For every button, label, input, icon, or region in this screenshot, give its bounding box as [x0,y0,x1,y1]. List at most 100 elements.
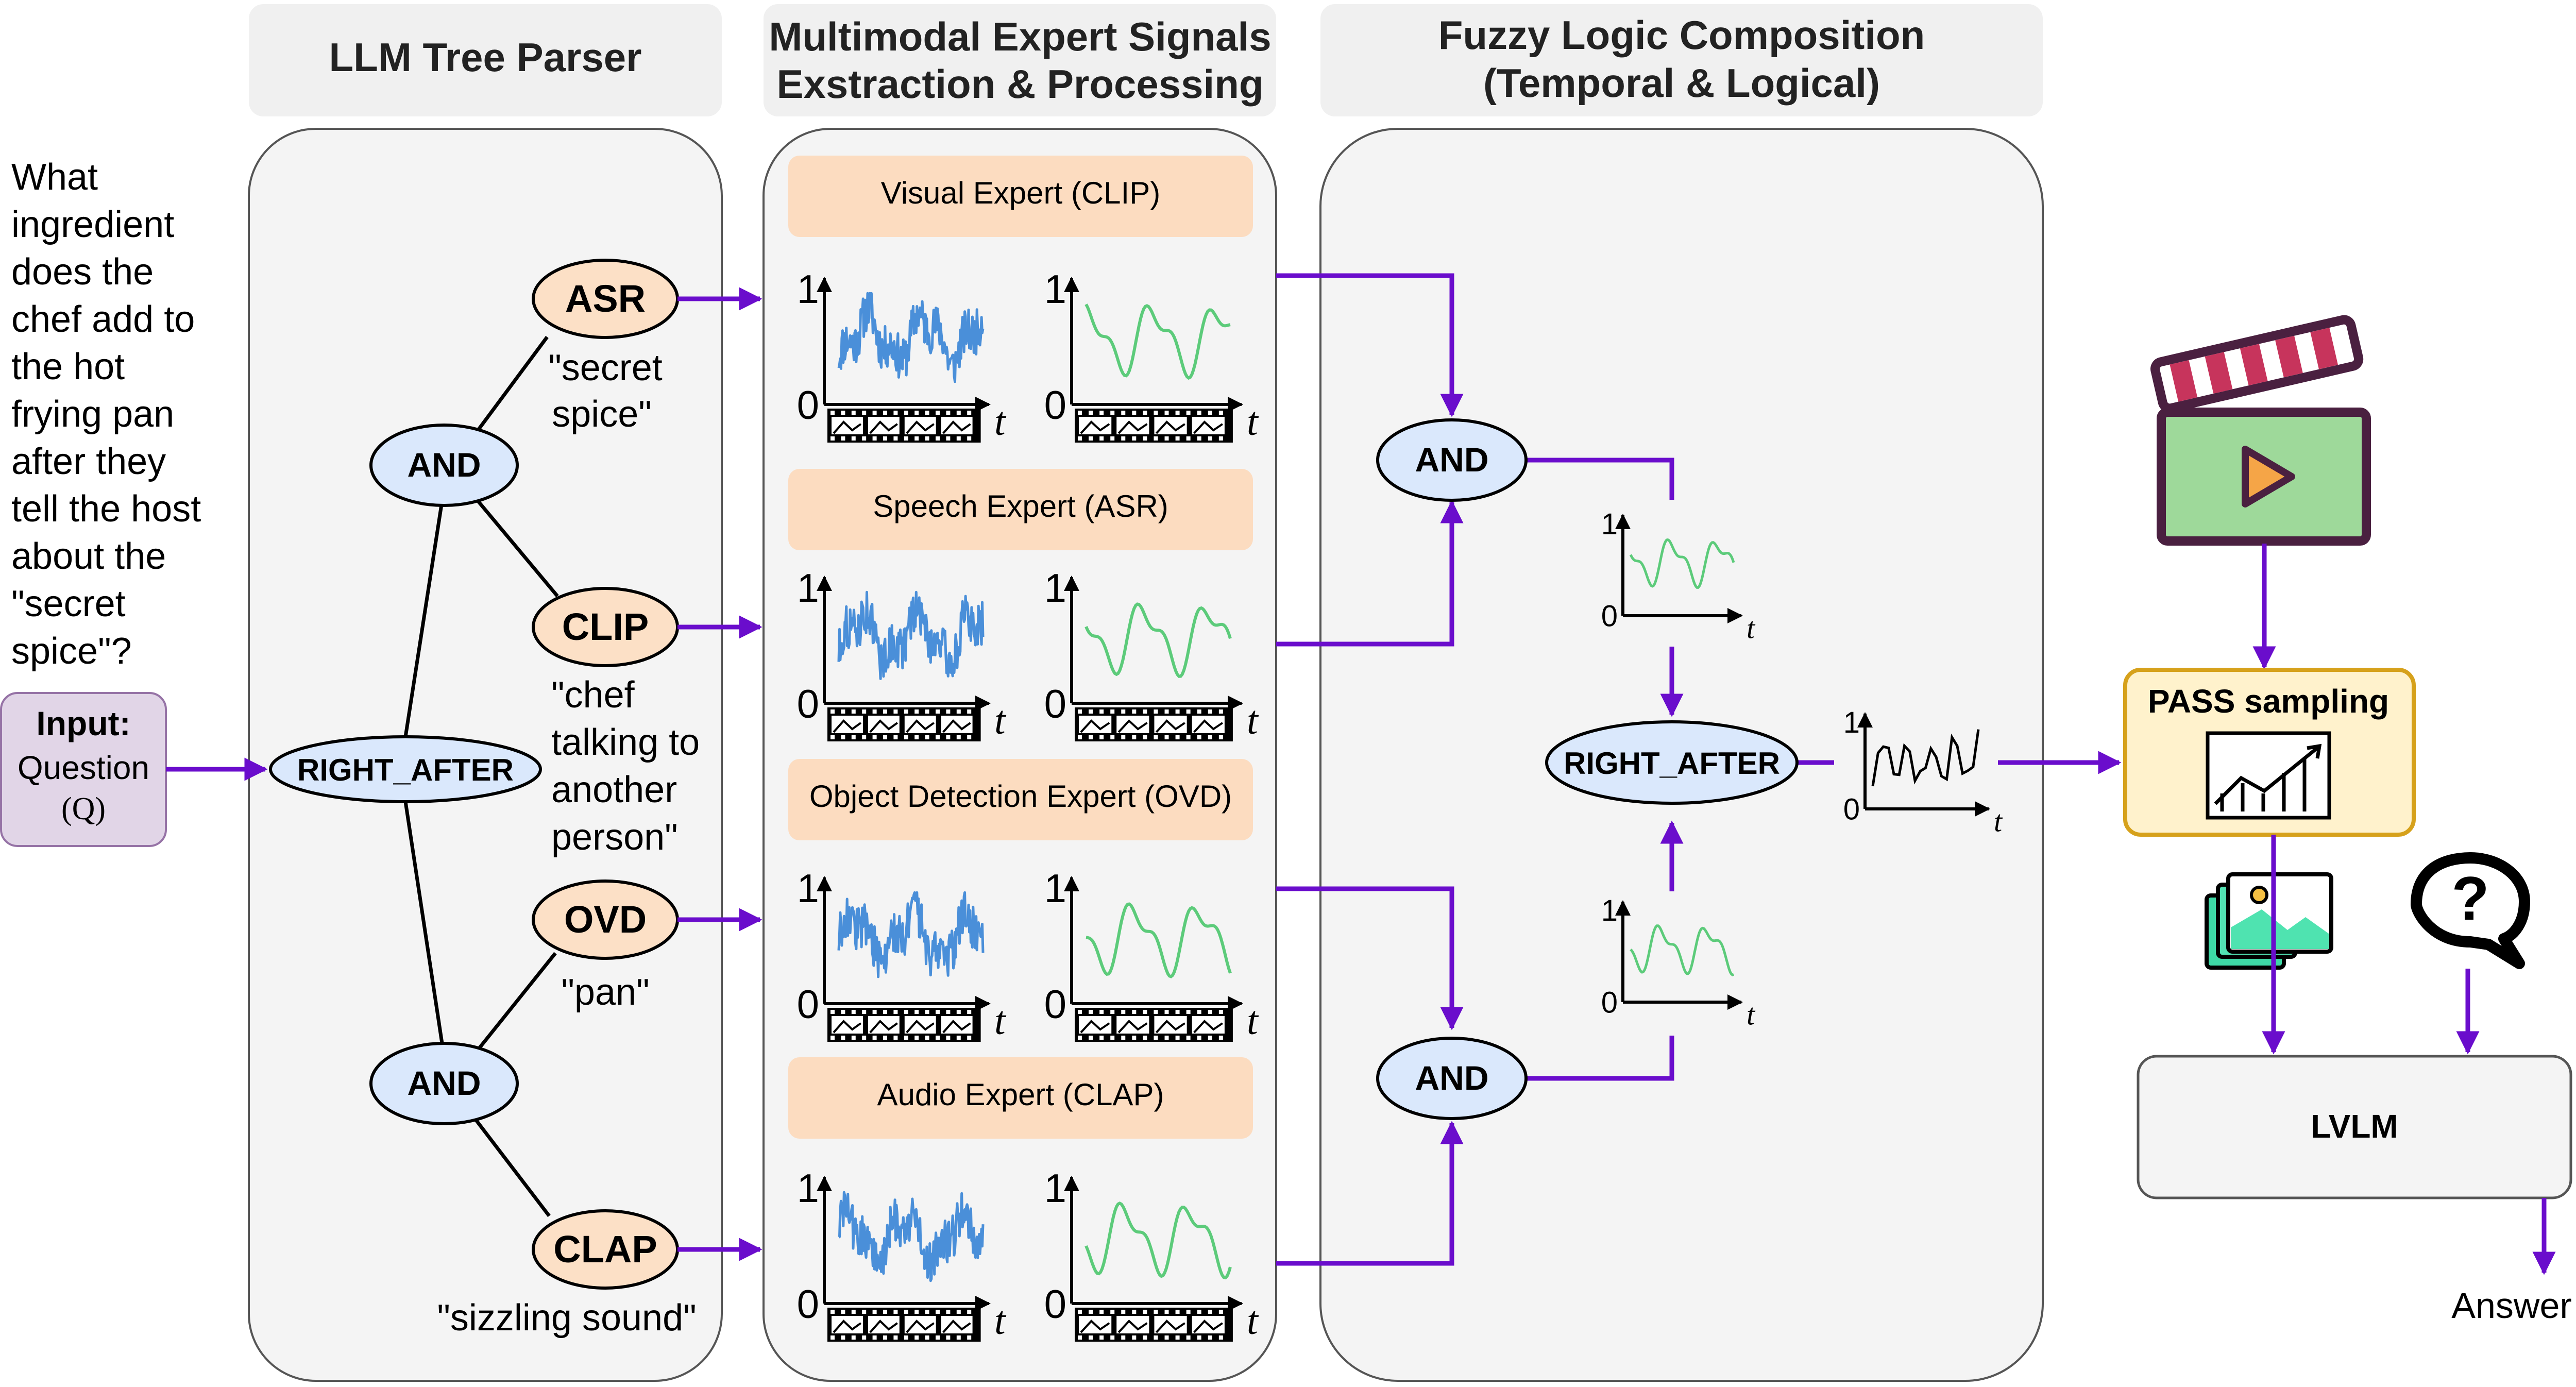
plot-t-label: t [1747,612,1756,645]
fuzzy-right-after: RIGHT_AFTER [1545,720,1799,805]
plot-y-min-label: 0 [1601,599,1618,633]
plot-y-min-label: 0 [1044,382,1066,427]
and-node-label: AND [1415,1059,1489,1097]
plot-y-max-label: 1 [1044,565,1066,611]
signals-header-line1: Multimodal Expert Signals [769,14,1271,59]
leaf-ovd: OVD "pan" [532,879,679,1013]
root-node [269,735,542,803]
raw-signal-line [837,891,985,978]
signals-panel [762,128,1277,1382]
leaf-node-label: CLAP [553,1228,657,1271]
leaf-arrows [677,287,762,1261]
plot-y-max-label: 1 [797,565,819,611]
leaf-clip: CLIP "chef talking to another person" [532,587,700,858]
tree-root: RIGHT_AFTER [269,735,542,803]
plot-y-max-label: 1 [1044,266,1066,312]
leaf-asr: ASR "secret spice" [532,259,679,435]
plot-y-min-label: 0 [797,681,819,726]
plot-t-label: t [1247,399,1259,444]
expert-header [788,156,1253,237]
plot-t-label: t [1247,998,1259,1043]
film-strip-icon [827,1008,981,1042]
question-line: does the [11,251,154,293]
leaf-query: "pan" [561,972,649,1013]
plot-y-min-label: 0 [1601,986,1618,1019]
plot-y-max-label: 1 [797,266,819,312]
plot-t-label: t [1747,998,1756,1031]
smooth-signal-line [1084,303,1231,380]
lvlm-box: LVLM [2137,1055,2572,1199]
leaf-node-label: ASR [565,277,646,320]
leaf-query: person" [551,817,678,858]
parser-header: LLM Tree Parser [329,35,642,80]
fuzzy-flow-arrows [1276,273,2122,1266]
parser-header-box [249,4,722,116]
film-strip-icon [1075,409,1233,443]
plot-y-min-label: 0 [1044,981,1066,1026]
film-strip-icon [827,707,981,741]
raw-signal-line [838,1191,985,1282]
raw-signal-line [837,590,985,680]
leaf-query: "sizzling sound" [437,1297,696,1339]
smooth-signal-line [1084,602,1232,678]
and-node [369,424,519,507]
plot-t-label: t [1247,1298,1259,1343]
question-line: the hot [11,346,125,387]
pass-sampling-label: PASS sampling [2148,683,2389,720]
leaf-node-label: OVD [564,898,647,941]
svg-text:?: ? [2451,864,2489,933]
tree-edges [403,335,559,1217]
plot-t-label: t [994,1298,1007,1343]
plot-y-max-label: 1 [797,866,819,911]
lvlm-frame [2137,1055,2572,1199]
expert-title: Visual Expert (CLIP) [881,176,1160,210]
expert-smooth-signal-plot: 1 0 t [1044,266,1259,444]
question-line: What [11,157,98,198]
smooth-signal-line [1086,902,1232,978]
smooth-signal-line [1084,1202,1232,1280]
expert-title: Speech Expert (ASR) [873,489,1168,523]
expert-header [788,469,1253,550]
right-after-node [1545,720,1799,805]
clapperboard-play-icon [2150,315,2371,546]
and-node [1376,1037,1528,1120]
signals-header-box [764,4,1276,116]
and-node [1376,418,1528,502]
plot-y-max-label: 1 [797,1165,819,1211]
fuzzy-header-box [1320,4,2043,116]
combined-signal-line [1630,924,1734,977]
and-node-label: AND [408,1064,481,1102]
input-line2: Question [18,749,149,786]
plot-y-max-label: 1 [1044,1165,1066,1211]
leaf-query: spice" [552,394,652,435]
question-line: spice"? [11,631,132,672]
film-strip-icon [1075,1008,1233,1042]
input-line3: (Q) [61,791,106,826]
expert-header [788,759,1253,840]
plot-t-label: t [994,399,1007,444]
leaf-node-label: CLIP [562,605,649,648]
raw-signal-line [837,292,985,383]
and-node-label: AND [1415,441,1489,479]
film-strip-icon [1075,707,1233,741]
fuzzy-header-line1: Fuzzy Logic Composition [1438,12,1925,58]
question-line: "secret [11,583,126,624]
plot-t-label: t [1247,698,1259,742]
right-after-label: RIGHT_AFTER [1564,746,1780,781]
leaf-query: another [551,769,677,810]
question-line: chef add to [11,299,195,340]
combined-signal-line [1629,538,1735,589]
question-line: tell the host [11,488,201,530]
leaf-clap: CLAP "sizzling sound" [437,1209,697,1339]
leaf-query: "secret [548,347,663,388]
